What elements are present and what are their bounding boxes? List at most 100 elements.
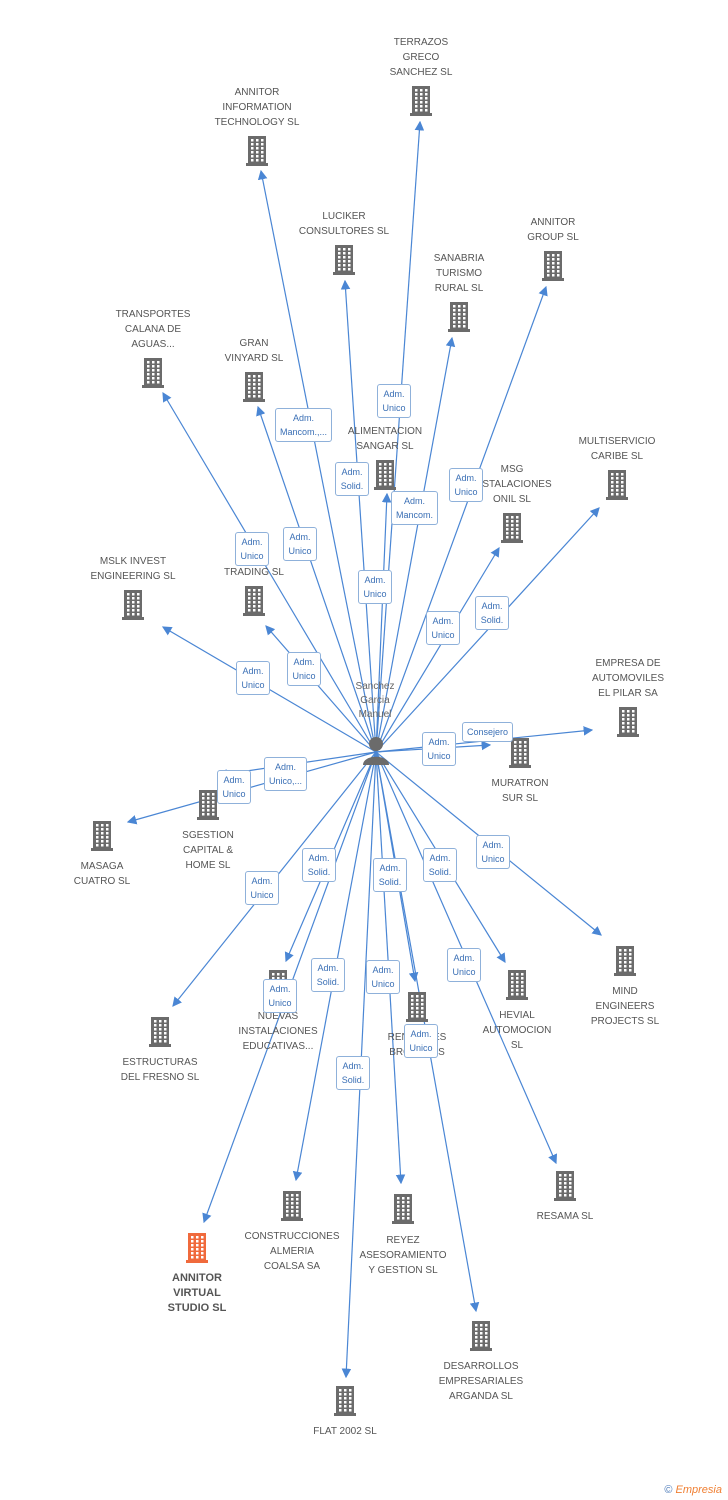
brand-name[interactable]: Empresia	[675, 1484, 722, 1496]
building-icon[interactable]	[554, 1171, 576, 1201]
role-badge[interactable]: Adm. Unico	[358, 570, 392, 604]
role-badge[interactable]: Adm. Unico	[476, 835, 510, 869]
role-badge[interactable]: Adm. Unico	[377, 384, 411, 418]
role-badge[interactable]: Adm. Unico	[217, 770, 251, 804]
building-icon[interactable]	[186, 1233, 208, 1263]
company-name: CONSTRUCCIONES ALMERIA COALSA SA	[244, 1231, 340, 1272]
company-node-flat[interactable]: FLAT 2002 SL	[270, 1424, 420, 1439]
building-icon[interactable]	[606, 470, 628, 500]
company-node-gran-vinyard[interactable]: GRAN VINYARD SL	[179, 336, 329, 366]
company-node-luciker[interactable]: LUCIKER CONSULTORES SL	[269, 209, 419, 239]
building-icon[interactable]	[374, 460, 396, 490]
company-node-annitor-group[interactable]: ANNITOR GROUP SL	[478, 215, 628, 245]
edge-alimentacion	[375, 492, 392, 753]
role-badge[interactable]: Adm. Unico	[447, 948, 481, 982]
role-badge[interactable]: Adm. Unico	[236, 661, 270, 695]
role-badge[interactable]: Adm. Unico	[245, 871, 279, 905]
company-name: NUEVAS INSTALACIONES EDUCATIVAS...	[238, 1011, 318, 1052]
company-node-empresa-auto[interactable]: EMPRESA DE AUTOMOVILES EL PILAR SA	[553, 656, 703, 701]
building-icon[interactable]	[614, 946, 636, 976]
company-node-estructuras[interactable]: ESTRUCTURAS DEL FRESNO SL	[85, 1055, 235, 1085]
role-badge[interactable]: Adm. Mancom.	[391, 491, 439, 525]
company-node-resama[interactable]: RESAMA SL	[490, 1209, 640, 1224]
role-badge[interactable]: Adm. Solid.	[373, 858, 407, 892]
building-icon[interactable]	[149, 1017, 171, 1047]
role-badge[interactable]: Adm. Unico	[263, 979, 297, 1013]
role-badge[interactable]: Consejero	[462, 722, 514, 742]
company-name: HEVIAL AUTOMOCION SL	[482, 1010, 552, 1051]
role-badge[interactable]: Adm. Solid.	[302, 848, 336, 882]
company-name: FLAT 2002 SL	[313, 1426, 377, 1437]
building-icon[interactable]	[334, 1386, 356, 1416]
building-icon[interactable]	[506, 970, 528, 1000]
building-icon[interactable]	[392, 1194, 414, 1224]
company-node-annitor-it[interactable]: ANNITOR INFORMATION TECHNOLOGY SL	[182, 85, 332, 130]
company-node-hevial[interactable]: HEVIAL AUTOMOCION SL	[442, 1008, 592, 1053]
role-badge[interactable]: Adm. Unico	[422, 732, 456, 766]
role-badge[interactable]: Adm. Unico	[287, 652, 321, 686]
company-node-desarrollos[interactable]: DESARROLLOS EMPRESARIALES ARGANDA SL	[406, 1359, 556, 1404]
role-badge[interactable]: Adm. Unico	[283, 527, 317, 561]
building-icon[interactable]	[122, 590, 144, 620]
company-node-msg[interactable]: MSG INSTALACIONES ONIL SL	[437, 462, 587, 507]
building-icon[interactable]	[243, 586, 265, 616]
building-icon[interactable]	[142, 358, 164, 388]
edge-masaga	[126, 751, 377, 825]
role-badge[interactable]: Adm. Solid.	[475, 596, 509, 630]
role-badge[interactable]: Adm. Unico	[449, 468, 483, 502]
company-name: REYEZ ASESORAMIENTO Y GESTION SL	[359, 1235, 447, 1276]
building-icon[interactable]	[509, 738, 531, 768]
copyright-icon: ©	[664, 1484, 673, 1496]
building-icon[interactable]	[410, 86, 432, 116]
company-node-sanabria[interactable]: SANABRIA TURISMO RURAL SL	[384, 251, 534, 296]
role-badge[interactable]: Adm. Unico	[404, 1024, 438, 1058]
company-node-mslk[interactable]: MSLK INVEST ENGINEERING SL	[58, 554, 208, 584]
role-badge[interactable]: Adm. Unico	[426, 611, 460, 645]
company-node-alimentacion[interactable]: ALIMENTACION SANGAR SL	[310, 424, 460, 454]
building-icon[interactable]	[246, 136, 268, 166]
building-icon[interactable]	[281, 1191, 303, 1221]
role-badge[interactable]: Adm. Solid.	[336, 1056, 370, 1090]
role-badge[interactable]: Adm. Mancom.,...	[275, 408, 333, 442]
company-node-muratron[interactable]: MURATRON SUR SL	[445, 776, 595, 806]
company-node-nuevas[interactable]: NUEVAS INSTALACIONES EDUCATIVAS...	[203, 1009, 353, 1054]
company-node-masaga[interactable]: MASAGA CUATRO SL	[27, 859, 177, 889]
company-node-multiservicio[interactable]: MULTISERVICIO CARIBE SL	[542, 434, 692, 464]
role-badge[interactable]: Adm. Unico,...	[264, 757, 308, 791]
building-icon[interactable]	[91, 821, 113, 851]
company-name: LUCIKER CONSULTORES SL	[298, 211, 390, 237]
building-icon[interactable]	[333, 245, 355, 275]
company-name: MURATRON SUR SL	[491, 778, 549, 804]
company-node-annitor-virtual[interactable]: ANNITOR VIRTUAL STUDIO SL	[122, 1271, 272, 1316]
footer-brand: © Empresia	[664, 1484, 722, 1496]
person-node[interactable]	[360, 735, 392, 769]
role-badge[interactable]: Adm. Unico	[366, 960, 400, 994]
company-node-transportes[interactable]: TRANSPORTES CALANA DE AGUAS...	[78, 307, 228, 352]
company-node-trading[interactable]: TRADING SL	[179, 565, 329, 580]
company-node-sgestion[interactable]: SGESTION CAPITAL & HOME SL	[133, 828, 283, 873]
building-icon[interactable]	[542, 251, 564, 281]
company-node-reyez[interactable]: REYEZ ASESORAMIENTO Y GESTION SL	[328, 1233, 478, 1278]
company-node-mind[interactable]: MIND ENGINEERS PROJECTS SL	[550, 984, 700, 1029]
company-node-construcciones[interactable]: CONSTRUCCIONES ALMERIA COALSA SA	[217, 1229, 367, 1274]
building-icon[interactable]	[406, 992, 428, 1022]
building-icon[interactable]	[501, 513, 523, 543]
company-name: MASAGA CUATRO SL	[73, 861, 131, 887]
building-icon[interactable]	[197, 790, 219, 820]
edge-trading	[265, 625, 377, 753]
building-icon[interactable]	[448, 302, 470, 332]
role-badge[interactable]: Adm. Solid.	[423, 848, 457, 882]
company-name: GRAN VINYARD SL	[224, 338, 284, 364]
edge-multiservicio	[375, 507, 600, 753]
role-badge[interactable]: Adm. Solid.	[311, 958, 345, 992]
company-node-terrazos[interactable]: TERRAZOS GRECO SANCHEZ SL	[346, 35, 496, 80]
edge-terrazos	[375, 120, 425, 753]
company-name: SGESTION CAPITAL & HOME SL	[182, 830, 234, 871]
role-badge[interactable]: Adm. Solid.	[335, 462, 369, 496]
edge-gran-vinyard	[256, 405, 377, 753]
building-icon[interactable]	[617, 707, 639, 737]
building-icon[interactable]	[243, 372, 265, 402]
role-badge[interactable]: Adm. Unico	[235, 532, 269, 566]
building-icon[interactable]	[470, 1321, 492, 1351]
